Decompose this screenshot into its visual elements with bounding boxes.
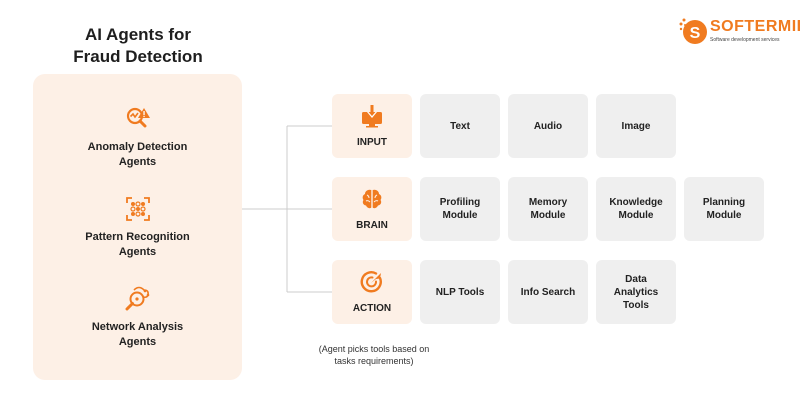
- category-label: ACTION: [352, 303, 392, 314]
- agent-pattern-recognition: Pattern Recognition Agents: [33, 196, 242, 260]
- logo-brand-text: SOFTERMII: [710, 18, 800, 35]
- agent-network-analysis: Network Analysis Agents: [33, 286, 242, 350]
- item-box: Profiling Module: [420, 177, 500, 241]
- category-label: BRAIN: [356, 220, 388, 231]
- item-box: Planning Module: [684, 177, 764, 241]
- item-label: Data Analytics Tools: [613, 273, 659, 311]
- diagram-title: AI Agents for Fraud Detection: [40, 24, 236, 68]
- agent-label-line: Anomaly Detection: [87, 141, 188, 153]
- footnote: (Agent picks tools based on tasks requir…: [300, 343, 448, 367]
- agents-panel: Anomaly Detection Agents Pattern Recogni…: [33, 74, 242, 380]
- item-label: NLP Tools: [435, 286, 485, 298]
- item-label: Text: [450, 120, 470, 132]
- agent-anomaly-detection: Anomaly Detection Agents: [33, 106, 242, 170]
- item-label: Info Search: [520, 286, 576, 298]
- network-search-icon: [125, 286, 149, 311]
- monitor-download-icon: [362, 105, 382, 128]
- svg-text:S: S: [690, 25, 701, 42]
- item-label: Audio: [533, 120, 563, 132]
- brain-icon: [362, 189, 382, 209]
- category-label: INPUT: [357, 137, 387, 148]
- agent-label-line: Agents: [118, 336, 157, 348]
- item-label: Image: [621, 120, 651, 132]
- item-label: Planning Module: [702, 197, 746, 221]
- agent-label-line: Agents: [118, 246, 157, 258]
- pattern-grid-icon: [125, 197, 150, 221]
- brand-logo: S SOFTERMII Software development service…: [678, 16, 800, 46]
- logo-mark-icon: S: [679, 18, 707, 44]
- item-label: Profiling Module: [439, 197, 481, 221]
- item-box: Info Search: [508, 260, 588, 324]
- item-box: NLP Tools: [420, 260, 500, 324]
- item-box: Text: [420, 94, 500, 158]
- item-box: Audio: [508, 94, 588, 158]
- footnote-line: (Agent picks tools based on: [318, 344, 430, 354]
- item-box: Memory Module: [508, 177, 588, 241]
- magnifier-warning-icon: [126, 107, 150, 128]
- agent-label-line: Pattern Recognition: [85, 231, 190, 243]
- title-line-2: Fraud Detection: [73, 47, 203, 66]
- agent-label-line: Agents: [118, 156, 157, 168]
- item-box: Knowledge Module: [596, 177, 676, 241]
- cursor-target-icon: [360, 271, 382, 293]
- logo-tagline: Software development services: [710, 37, 780, 43]
- title-line-1: AI Agents for: [84, 25, 192, 44]
- item-label: Memory Module: [528, 197, 568, 221]
- agent-label-line: Network Analysis: [91, 321, 184, 333]
- item-box: Data Analytics Tools: [596, 260, 676, 324]
- category-brain: BRAIN: [332, 177, 412, 241]
- category-input: INPUT: [332, 94, 412, 158]
- item-label: Knowledge Module: [609, 197, 663, 221]
- item-box: Image: [596, 94, 676, 158]
- footnote-line: tasks requirements): [334, 356, 414, 366]
- category-action: ACTION: [332, 260, 412, 324]
